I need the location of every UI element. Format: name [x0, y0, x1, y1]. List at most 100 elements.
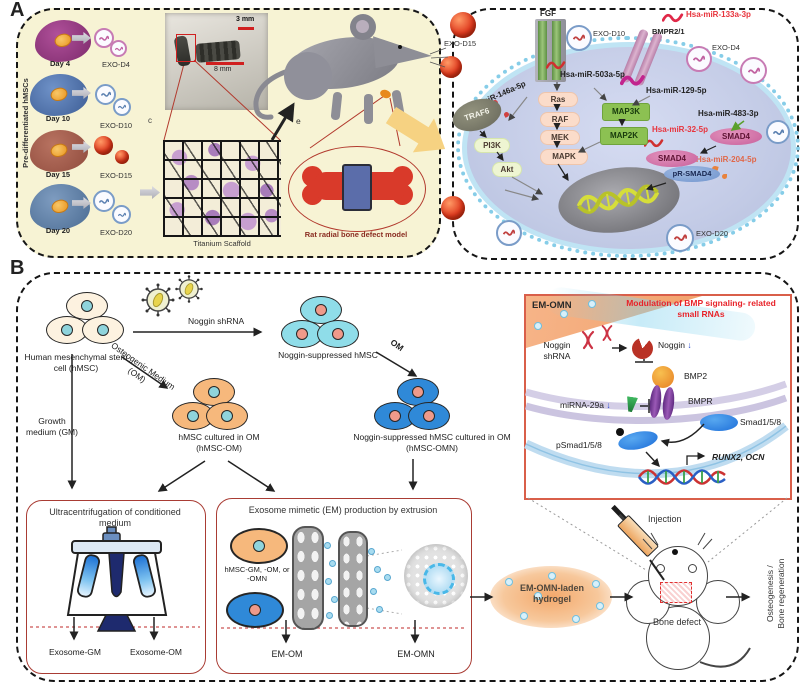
injection-label: Injection [648, 514, 682, 524]
dna-icon [636, 464, 728, 490]
vesicle-dot [560, 310, 568, 318]
mirna29a-text: miRNA-29a [560, 400, 604, 410]
exosome-icon [93, 190, 115, 212]
noggin-suppressed-cell [300, 296, 342, 324]
mapk-node: MAPK [540, 149, 588, 165]
vesicle-dot [534, 322, 542, 330]
cell-nucleus [53, 31, 73, 49]
cell-nucleus [253, 540, 265, 552]
exosome-icon [740, 57, 767, 84]
exosome-icon [666, 224, 694, 252]
bone-model-label: Rat radial bone defect model [304, 230, 408, 239]
mouse-nose [672, 549, 678, 555]
hmsc-cell [66, 292, 108, 320]
centrifuge-icon [58, 522, 174, 632]
mir483-label: Hsa-miR-483-3p [698, 109, 759, 118]
shrna-chromosome-icon [580, 330, 596, 350]
traf6-label: TRAF6 [463, 106, 491, 123]
inset-noggin-shrna-label: Noggin shRNA [543, 340, 571, 361]
exosome-icon [110, 40, 127, 57]
smad158-label: Smad1/5/8 [740, 417, 782, 427]
mirna-squiggle-icon [620, 72, 646, 87]
mir133-label: Hsa-miR-133a-3p [686, 10, 751, 19]
vesicle-dot [534, 592, 542, 600]
vesicle-dot [596, 602, 604, 610]
mirna-squiggle-icon [662, 10, 684, 24]
vesicle-dot [374, 566, 381, 573]
titanium-scaffold-image [163, 140, 281, 237]
noggin-suppressed-cell [281, 320, 323, 348]
mir503-label: Hsa-miR-503a-5p [560, 70, 625, 79]
exo-d10-label-right: EXO-D10 [593, 29, 626, 38]
magnifier-red-box [176, 34, 196, 62]
implant-cylinder [195, 40, 241, 63]
virus-icon [140, 282, 176, 318]
vesicle-dot [588, 300, 596, 308]
em-omn-label: EM-OMN [397, 649, 435, 659]
rat-leg [364, 94, 373, 124]
hmsc-omn-cell [397, 378, 439, 406]
fgf-label: FGF [540, 9, 556, 18]
titanium-scaffold-label: Titanium Scaffold [193, 239, 251, 248]
cell-nucleus [332, 328, 344, 340]
rat-eye [398, 45, 402, 49]
noggin-shrna-label: Noggin shRNA [188, 316, 245, 326]
mirna29a-label: miRNA-29a ↓ [560, 400, 611, 411]
hmsc-omn-label: Noggin-suppressed hMSC cultured in OM (h… [353, 432, 511, 453]
cell-nucleus [49, 141, 69, 159]
growth-medium-label: Growth medium (GM) [26, 416, 78, 437]
inset-tag: EM-OMN [532, 300, 572, 311]
vesicle-dot [368, 548, 375, 555]
mirna-fragment-icon [722, 174, 727, 179]
mir129-label: Hsa-miR-129-5p [646, 86, 707, 95]
phosphate-dot [616, 428, 624, 436]
mek-node: MEK [540, 130, 580, 145]
map2k-node: MAP2K [600, 127, 648, 145]
cell-nucleus [97, 324, 109, 336]
em-production-title: Exosome mimetic (EM) production by extru… [248, 505, 438, 515]
down-arrow-icon: ↓ [606, 400, 611, 410]
cell-nucleus [208, 386, 220, 398]
exosome-icon [766, 120, 790, 144]
noggin-protein-icon [632, 338, 653, 359]
smad158-icon [700, 414, 738, 431]
vesicle-dot [592, 580, 600, 588]
exosome-icon [95, 84, 116, 105]
mouse-eye [656, 564, 665, 573]
cell-nucleus [296, 328, 308, 340]
vesicle-dot [331, 596, 338, 603]
mir204-label: Hsa-miR-204-5p [696, 155, 757, 164]
scale-3mm-label: 3 mm [236, 16, 255, 23]
noggin-suppressed-cell [317, 320, 359, 348]
hmsc-day4-cell [35, 20, 91, 62]
exosome-icon [566, 25, 592, 51]
hmsc-omn-cell [374, 402, 416, 430]
exosome-om-label: Exosome-OM [130, 647, 182, 657]
outcome-label: Osteogenesis / Bone regeneration [765, 536, 786, 651]
hmsc-om-cell [193, 378, 235, 406]
mir32-label: Hsa-miR-32-5p [652, 125, 709, 134]
vesicle-dot [329, 560, 336, 567]
exosome-mimetic-core [423, 563, 455, 595]
vesicle-dot [376, 606, 383, 613]
exosome-icon [441, 196, 465, 220]
fgf-receptor-bar [538, 21, 547, 80]
bone-model-ellipse [288, 146, 426, 232]
exo-d15-label-right: EXO-D15 [444, 39, 477, 48]
target-genes-label: RUNX2, OCN [712, 452, 765, 462]
em-om-label: EM-OM [271, 649, 303, 659]
bmp2-icon [652, 366, 674, 388]
panel-b-label: B [10, 257, 25, 279]
exo-d15-label: EXO-D15 [99, 171, 133, 180]
hmsc-day15-cell [30, 130, 88, 172]
exosome-icon [686, 46, 712, 72]
bmp2-label: BMP2 [684, 371, 708, 381]
day4-label: Day 4 [49, 59, 70, 68]
cell-nucleus [81, 300, 93, 312]
hmsc-mixed-cell [226, 592, 284, 628]
noggin-text: Noggin [658, 340, 685, 350]
dna-icon [572, 174, 667, 223]
mouse-eye [688, 564, 697, 573]
ultracentrifugation-title: Ultracentrifugation of conditioned mediu… [49, 507, 181, 529]
